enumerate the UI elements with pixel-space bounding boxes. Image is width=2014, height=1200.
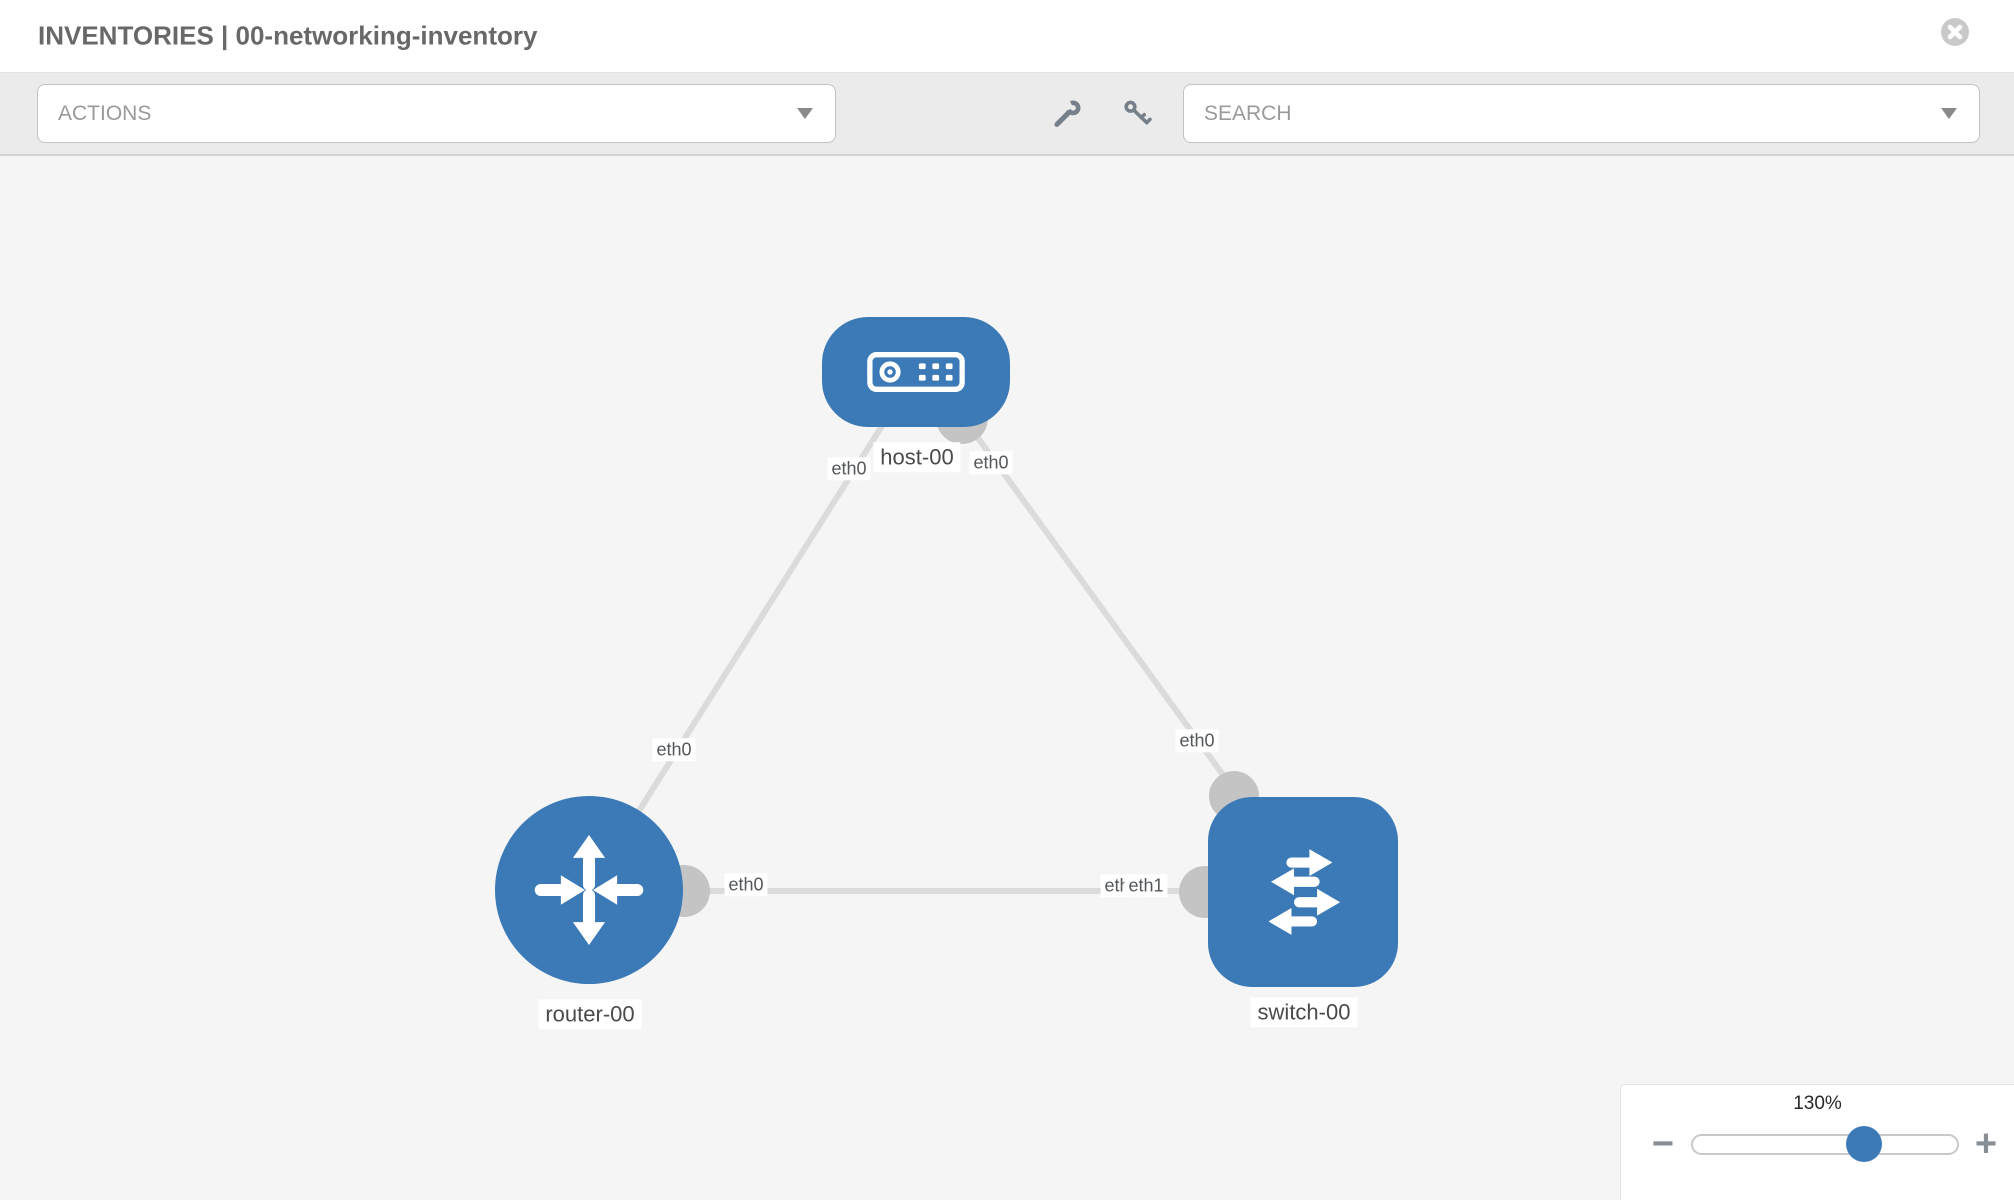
links-layer xyxy=(586,370,1259,918)
topology-canvas[interactable]: eth0 eth0 eth0 eth0 eth0 eth0 eth1 host-… xyxy=(0,156,2014,1200)
credentials-button[interactable] xyxy=(1119,96,1155,132)
host-icon xyxy=(867,352,965,392)
close-icon xyxy=(1941,18,1969,46)
header: INVENTORIES | 00-networking-inventory xyxy=(0,0,2014,73)
toolbar: ACTIONS SEARCH xyxy=(0,72,2014,156)
zoom-slider-handle[interactable] xyxy=(1846,1126,1882,1162)
router-icon xyxy=(534,835,644,945)
zoom-panel: 130% − + xyxy=(1620,1084,2014,1200)
interface-label-eth1: eth1 xyxy=(1124,874,1168,898)
caret-down-icon xyxy=(1941,108,1957,119)
key-icon xyxy=(1124,100,1152,125)
node-host-00[interactable] xyxy=(822,317,1010,427)
search-dropdown-label: SEARCH xyxy=(1204,101,1292,125)
interface-label-eth0: eth0 xyxy=(652,738,696,762)
zoom-in-button[interactable]: + xyxy=(1966,1125,2006,1163)
node-switch-00[interactable] xyxy=(1208,797,1398,987)
node-label-router-00[interactable]: router-00 xyxy=(538,999,642,1029)
switch-icon xyxy=(1268,849,1341,935)
zoom-slider[interactable] xyxy=(1691,1134,1959,1155)
tools-button[interactable] xyxy=(1049,96,1085,132)
zoom-out-button[interactable]: − xyxy=(1643,1125,1683,1163)
actions-dropdown-label: ACTIONS xyxy=(58,101,152,125)
node-label-switch-00[interactable]: switch-00 xyxy=(1250,997,1358,1027)
actions-dropdown[interactable]: ACTIONS xyxy=(37,84,836,143)
link-host-switch[interactable] xyxy=(927,370,1237,792)
interface-label-eth0: eth0 xyxy=(969,451,1013,475)
search-dropdown[interactable]: SEARCH xyxy=(1183,84,1980,143)
node-router-00[interactable] xyxy=(495,796,683,984)
close-button[interactable] xyxy=(1940,17,1970,47)
zoom-level-value: 130% xyxy=(1793,1093,1842,1114)
caret-down-icon xyxy=(797,108,813,119)
interface-label-eth0: eth0 xyxy=(827,457,871,481)
interface-label-eth0: eth0 xyxy=(724,873,768,897)
node-label-host-00[interactable]: host-00 xyxy=(873,442,961,472)
page-title: INVENTORIES | 00-networking-inventory xyxy=(38,20,538,51)
wrench-icon xyxy=(1054,100,1081,127)
interface-label-eth0: eth0 xyxy=(1175,729,1219,753)
